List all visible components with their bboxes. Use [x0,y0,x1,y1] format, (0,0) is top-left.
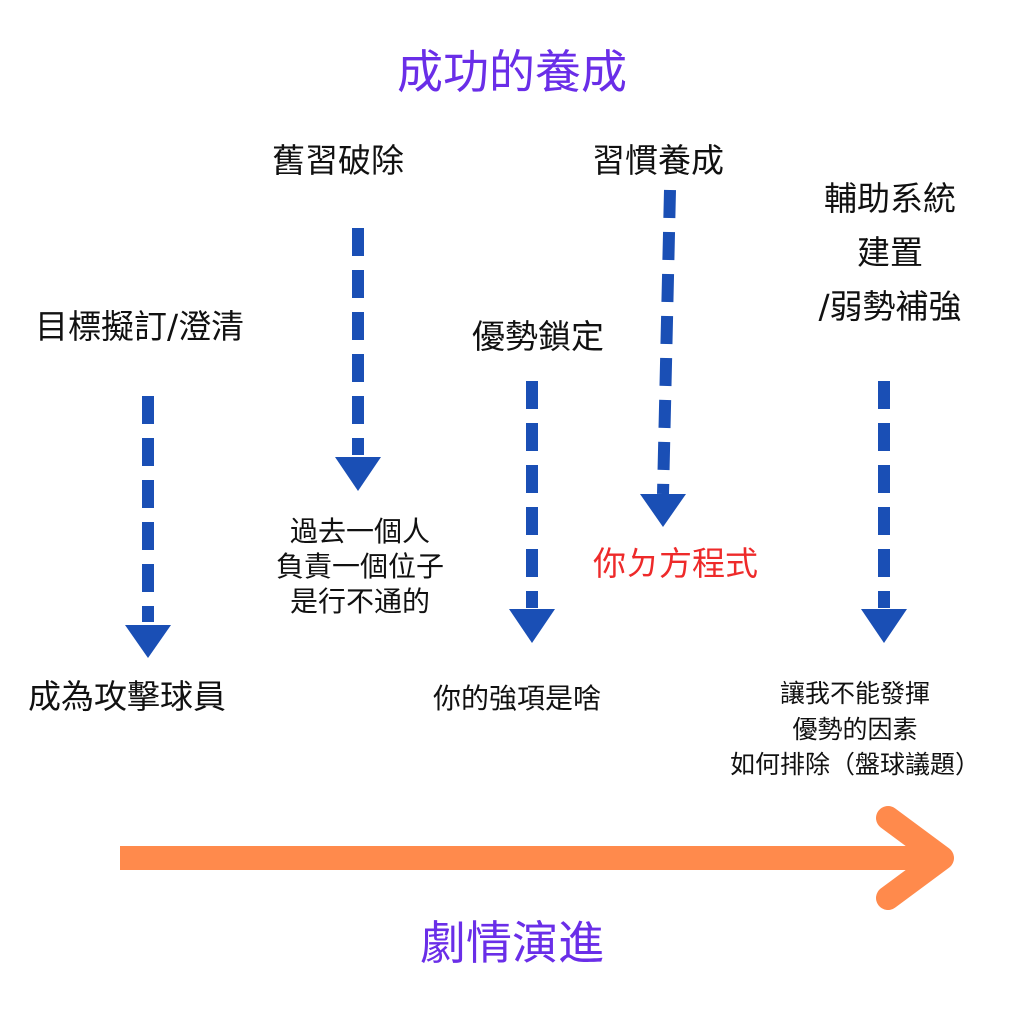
dashed-arrow-step-1 [125,396,171,658]
step-3-label: 優勢鎖定 [472,317,604,356]
step-5-label-line-2: 建置 [857,232,923,272]
step-2-result-line-1: 過去一個人 [289,515,430,548]
step-5-label-line-3: /弱勢補強 [818,286,962,326]
step-1-result: 成為攻擊球員 [28,677,226,716]
step-5-label-line-1: 輔助系統 [824,179,956,218]
step-2-label: 舊習破除 [272,141,404,180]
step-5-result-line-3: 如何排除（盤球議題） [729,750,980,779]
diagram-title: 成功的養成 [397,45,627,99]
dashed-arrow-step-3 [509,381,555,643]
step-2-result: 過去一個人 負責一個位子 是行不通的 [240,514,480,619]
step-1-label: 目標擬訂/澄清 [35,307,245,346]
step-5-result-line-1: 讓我不能發揮 [779,679,930,708]
progress-arrow [120,806,954,910]
step-4-result: 你ㄉ方程式 [593,544,758,583]
step-3-result: 你的強項是啥 [433,682,602,715]
step-2-result-line-2: 負責一個位子 [275,550,444,583]
step-2-result-line-3: 是行不通的 [289,585,430,618]
step-4-label: 習慣養成 [592,141,724,180]
dashed-arrow-step-4 [640,189,686,527]
dashed-arrow-step-2 [335,228,381,491]
step-5-result-line-2: 優勢的因素 [792,714,918,744]
step-5-label: 輔助系統 建置 /弱勢補強 [780,172,1000,333]
dashed-arrow-step-5 [861,381,907,643]
diagram-footer: 劇情演進 [420,916,604,970]
step-5-result: 讓我不能發揮 優勢的因素 如何排除（盤球議題） [705,676,1005,783]
